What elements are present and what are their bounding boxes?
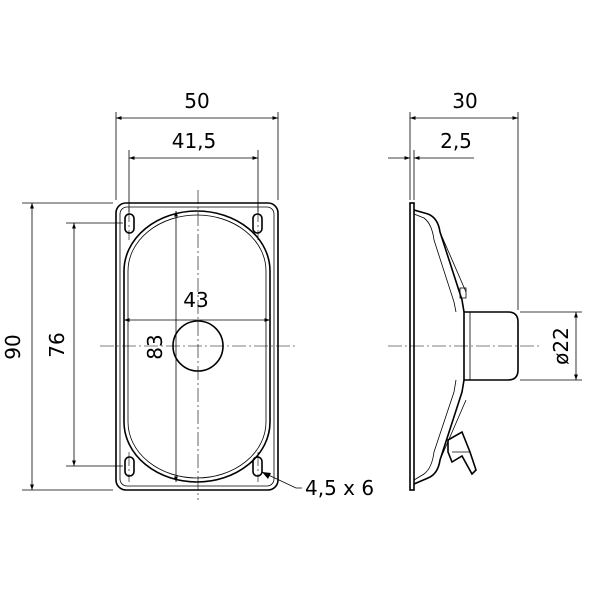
dim-height-overall: 90 <box>1 334 25 359</box>
terminal <box>447 430 477 476</box>
dim-opening-width: 43 <box>183 288 208 312</box>
dim-flange-thickness: 2,5 <box>440 129 472 153</box>
dim-width-overall: 50 <box>184 89 209 113</box>
mounting-holes <box>124 213 263 477</box>
dim-mounting-hole-size: 4,5 x 6 <box>305 476 374 500</box>
frame-inner <box>119 206 275 487</box>
magnet <box>464 311 519 381</box>
dim-magnet-diameter: ø22 <box>549 327 573 365</box>
frame-outer <box>115 202 279 491</box>
front-view: 50 41,5 90 76 83 43 4,5 x 6 <box>1 89 374 500</box>
dim-hole-spacing-vertical: 76 <box>45 332 69 357</box>
extension-lines <box>22 112 279 491</box>
dim-hole-spacing-horizontal: 41,5 <box>172 129 217 153</box>
cone-opening-inner <box>127 214 267 479</box>
center-lines <box>100 190 298 500</box>
dim-opening-height: 83 <box>143 334 167 359</box>
basket <box>413 209 465 485</box>
cone-opening <box>123 210 271 483</box>
side-view: 30 2,5 ø22 <box>388 89 582 491</box>
dim-depth-overall: 30 <box>452 89 477 113</box>
flange <box>409 202 415 491</box>
